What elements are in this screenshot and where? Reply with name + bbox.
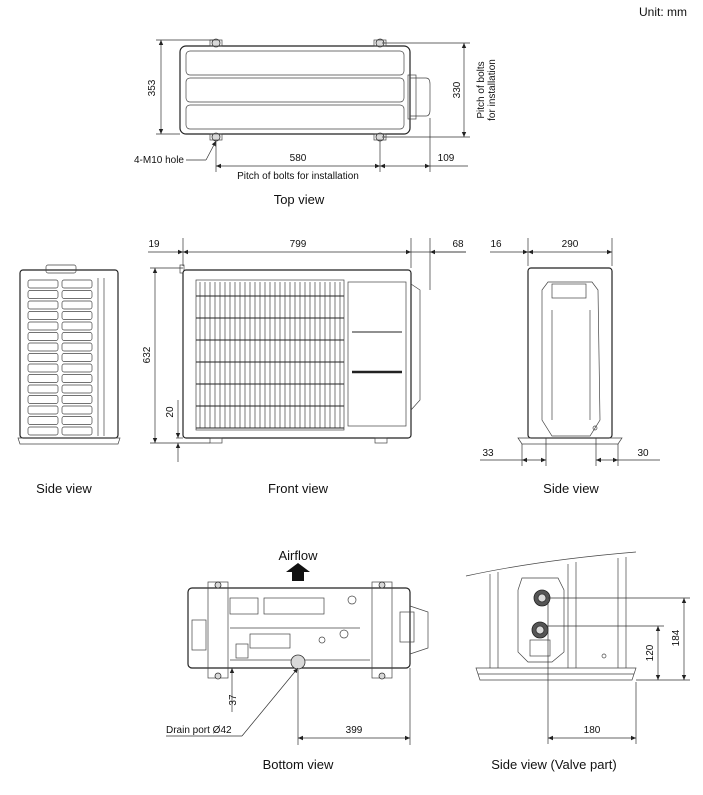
dim-side-foot-left: 33 <box>482 448 494 459</box>
bolt-pitch-label-2: for installation <box>487 59 498 121</box>
grille-slat <box>27 279 59 289</box>
dim-front-height: 632 <box>142 346 153 363</box>
grille-slat <box>61 416 93 425</box>
grille-slat <box>61 300 93 310</box>
grille-slat <box>27 300 59 310</box>
valve-break-line <box>465 551 637 577</box>
dim-front-width: 799 <box>290 239 307 250</box>
service-panel <box>347 281 407 427</box>
caption-top-view: Top view <box>274 192 325 207</box>
top-view-slot-2 <box>185 77 405 103</box>
grille-slat <box>61 321 93 331</box>
bolt-hole-icon <box>211 38 221 48</box>
valve-view-base <box>475 667 637 681</box>
grille-slat <box>27 321 59 331</box>
grille-slat <box>61 342 93 352</box>
top-view-valve-cover <box>410 77 431 117</box>
grille-slat <box>27 290 59 299</box>
valve-side-view: 184 120 180 Side view (Valve part) <box>465 551 690 772</box>
grille-slat <box>27 332 59 341</box>
grille-slat <box>27 405 59 415</box>
grille-slat <box>61 332 93 341</box>
bottom-view: Airflow 37 399 Drain por <box>166 548 429 772</box>
grille-slat <box>27 342 59 352</box>
fan-grille <box>195 279 345 431</box>
dim-front-right-offset: 68 <box>452 239 464 250</box>
side-grille <box>27 278 105 436</box>
caption-side-view-left: Side view <box>36 481 92 496</box>
dim-top-depth-bolts: 330 <box>452 81 463 98</box>
unit-label: Unit: mm <box>639 5 687 19</box>
dim-top-width-bolts: 580 <box>290 153 307 164</box>
side-view-right-panel <box>541 281 601 437</box>
top-view-slot-3 <box>185 104 405 130</box>
grille-slat <box>61 426 93 436</box>
drain-port-icon <box>290 654 306 670</box>
handle <box>45 264 77 274</box>
side-view-right-outline <box>527 267 613 439</box>
hole-label: 4-M10 hole <box>134 155 184 166</box>
airflow-label: Airflow <box>278 548 318 563</box>
side-view-left-base <box>17 437 121 445</box>
bolt-pitch-width-label: Pitch of bolts for installation <box>237 171 359 182</box>
grille-slat <box>27 395 59 404</box>
dim-valve-depth: 180 <box>584 725 601 736</box>
dim-valve-height-upper: 184 <box>671 629 682 646</box>
side-view-left: Side view <box>17 264 121 496</box>
top-view-outline <box>179 45 411 135</box>
side-view-left-outline <box>19 269 119 439</box>
grille-slat <box>27 416 59 425</box>
grille-slat <box>61 363 93 373</box>
dim-side-foot-right: 30 <box>637 448 649 459</box>
caption-bottom-view: Bottom view <box>263 757 334 772</box>
dim-valve-height-lower: 120 <box>645 644 656 661</box>
grille-slat <box>27 374 59 383</box>
caption-front-view: Front view <box>268 481 329 496</box>
front-view-outline <box>182 269 412 439</box>
dim-front-foot-height: 20 <box>165 406 176 418</box>
dim-drain-distance: 399 <box>346 725 363 736</box>
caption-side-view-right: Side view <box>543 481 599 496</box>
grille-slat <box>61 311 93 320</box>
dim-drain-offset: 37 <box>228 694 239 706</box>
caption-valve-view: Side view (Valve part) <box>491 757 616 772</box>
dim-side-top-offset: 16 <box>490 239 502 250</box>
grille-slat <box>61 384 93 394</box>
side-handle <box>551 283 587 299</box>
fan-grille-bars <box>196 282 344 429</box>
side-view-right: 16 290 33 30 Side view <box>480 238 660 496</box>
airflow-arrow-icon <box>286 563 310 581</box>
grille-slat <box>61 395 93 404</box>
grille-slat <box>27 426 59 436</box>
grille-slat <box>27 384 59 394</box>
grille-slat <box>27 363 59 373</box>
grille-slat <box>27 353 59 362</box>
grille-slat <box>61 405 93 415</box>
front-view: 19 799 68 632 20 Front view <box>142 238 466 496</box>
bolt-pitch-label-1: Pitch of bolts <box>476 61 487 118</box>
drain-port-label: Drain port Ø42 <box>166 725 232 736</box>
top-view: 353 330 Pitch of bolts for installation … <box>134 38 498 207</box>
grille-slat <box>61 290 93 299</box>
grille-slat <box>61 374 93 383</box>
valve-housing <box>517 577 565 663</box>
grille-slat <box>61 353 93 362</box>
dim-front-left-offset: 19 <box>148 239 160 250</box>
dim-top-depth-overall: 353 <box>147 79 158 96</box>
side-view-right-base <box>517 437 623 445</box>
dim-top-offset-right: 109 <box>438 153 455 164</box>
top-view-slot-1 <box>185 50 405 76</box>
grille-slat <box>61 279 93 289</box>
grille-slat <box>27 311 59 320</box>
dim-side-depth: 290 <box>562 239 579 250</box>
